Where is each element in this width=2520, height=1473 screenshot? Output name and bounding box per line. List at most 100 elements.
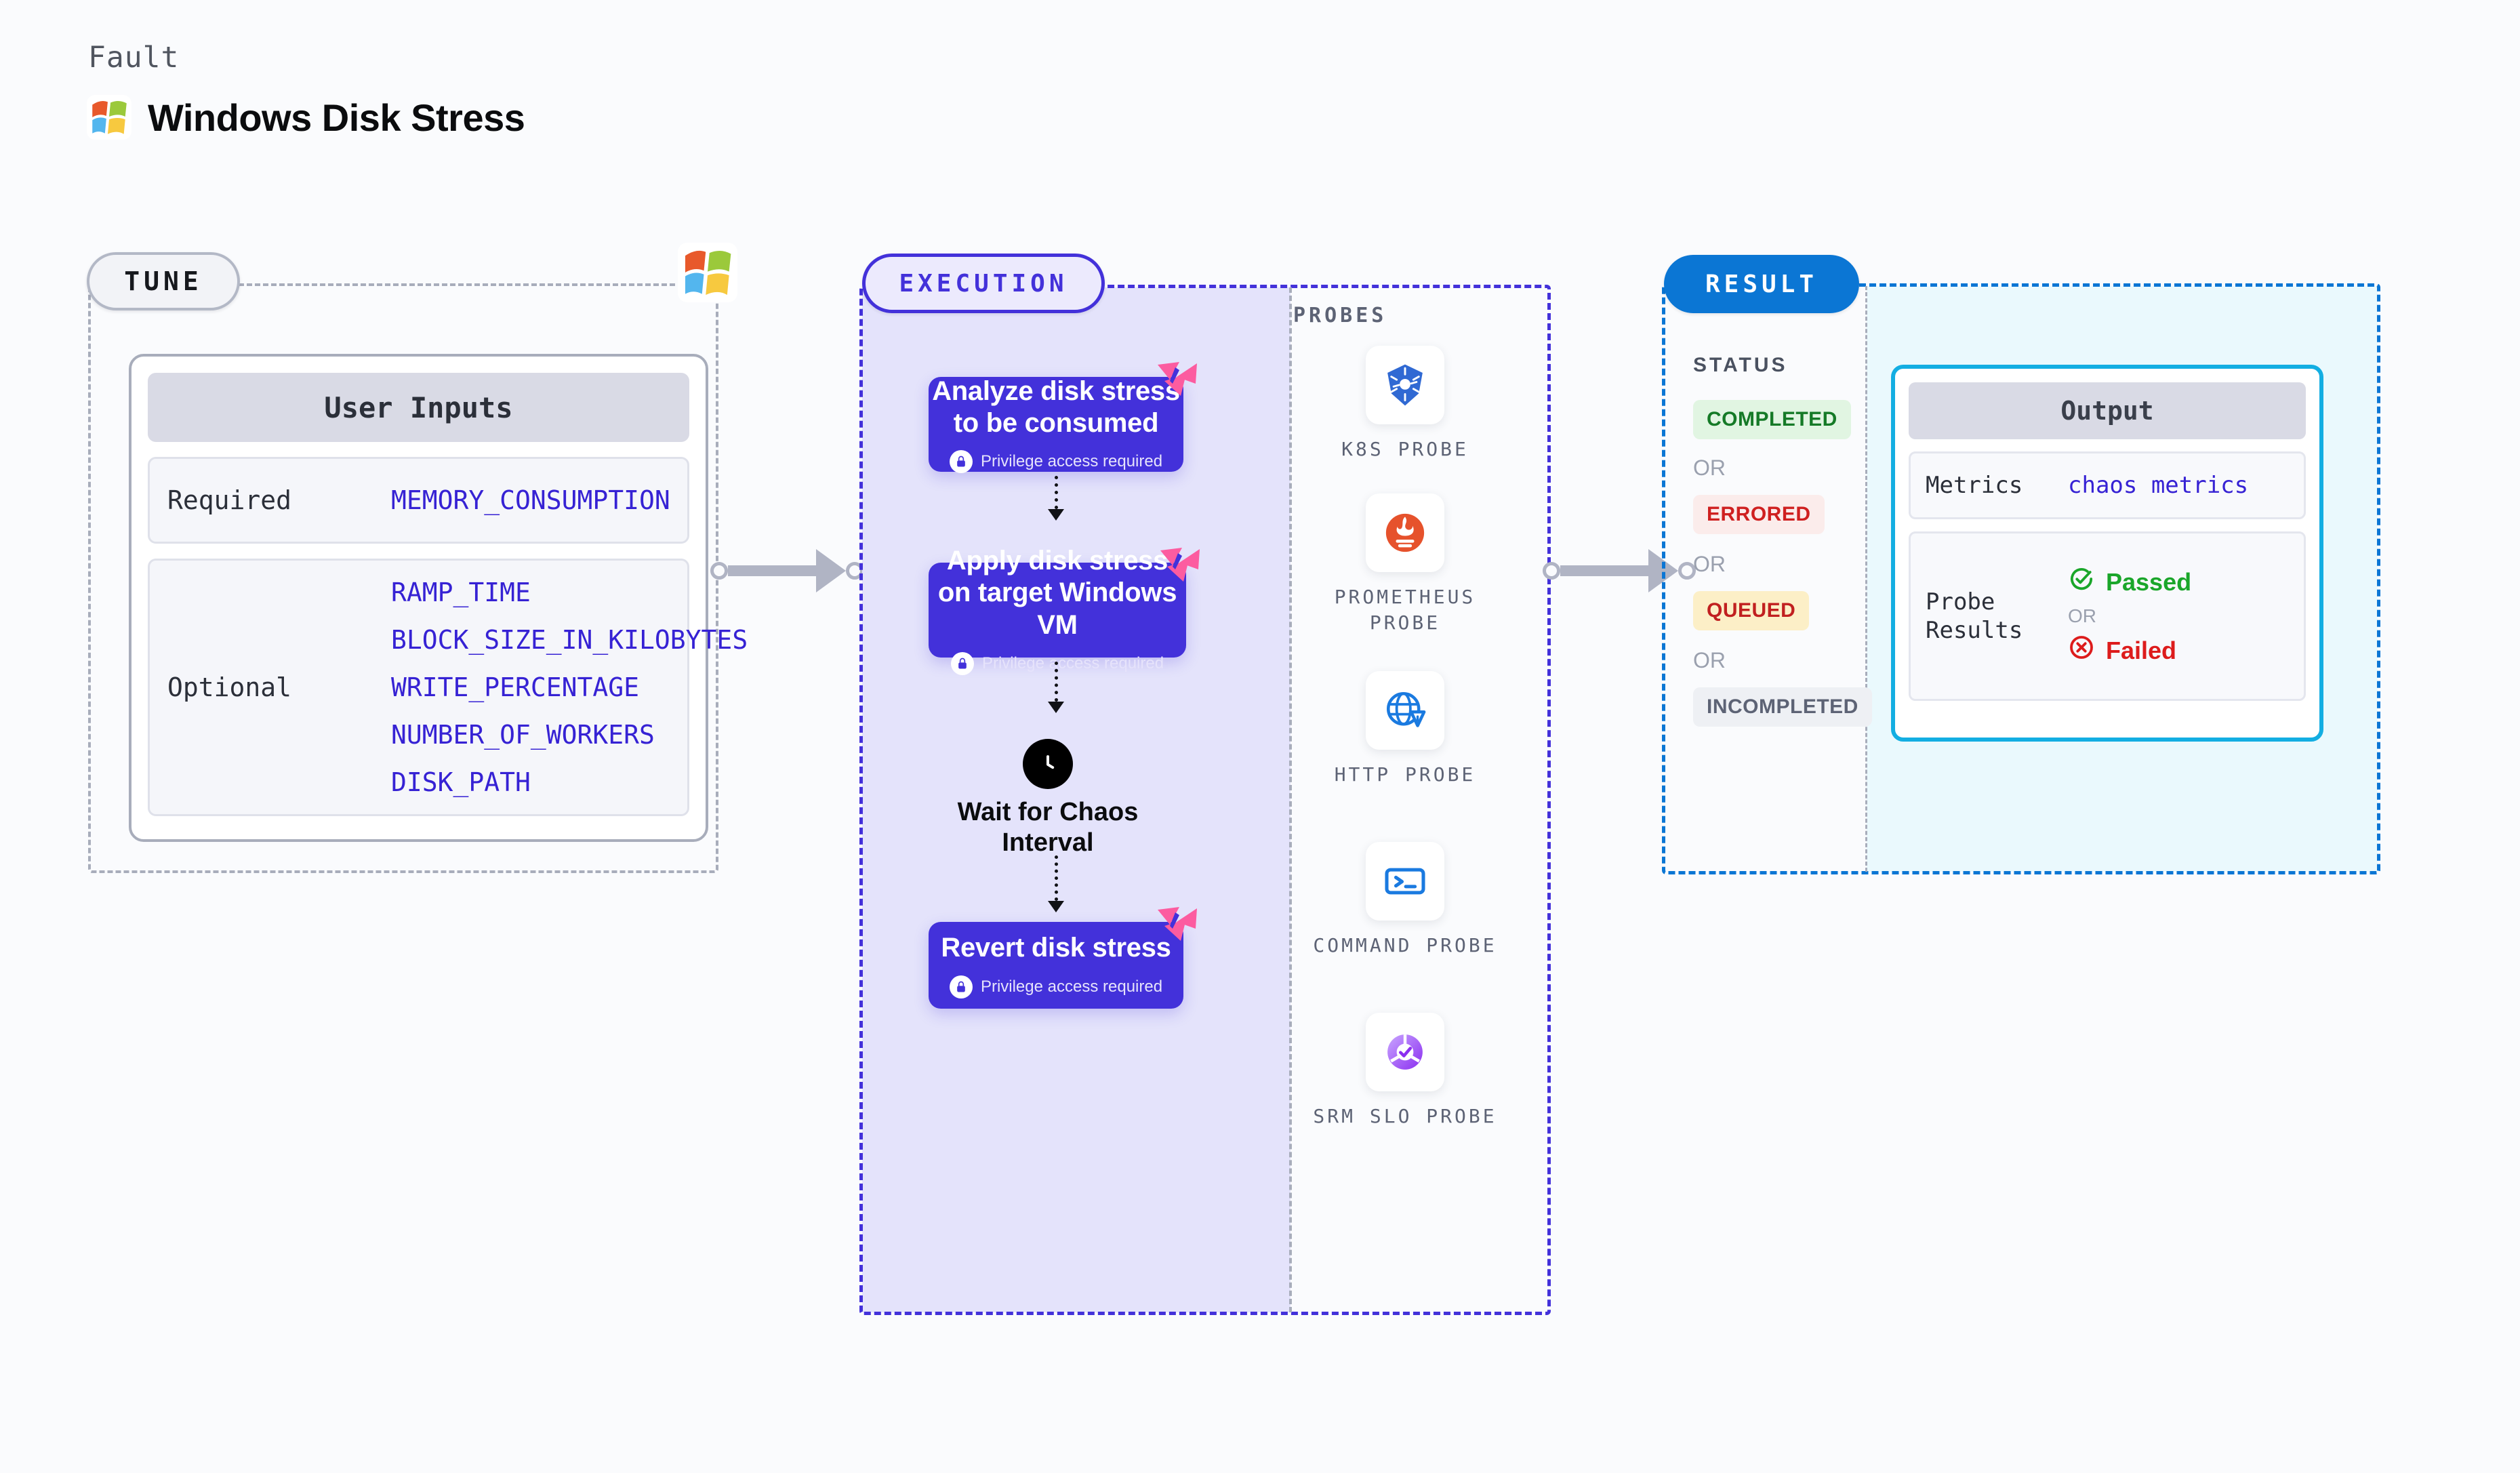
flow-arrow <box>1048 476 1064 521</box>
kubernetes-icon <box>1366 346 1444 424</box>
step-title: Analyze disk stress to be consumed <box>932 376 1180 438</box>
lock-icon <box>949 975 973 998</box>
input-param[interactable]: DISK_PATH <box>391 767 531 797</box>
metrics-label: Metrics <box>1926 471 2023 499</box>
input-param[interactable]: MEMORY_CONSUMPTION <box>391 485 670 515</box>
probe-label: K8S PROBE <box>1341 438 1469 460</box>
probe-result-failed: Failed <box>2068 634 2191 667</box>
output-metrics-row: Metrics chaos metrics <box>1909 451 2306 519</box>
status-or-label: OR <box>1693 648 1726 672</box>
status-or-label: OR <box>1693 552 1726 576</box>
flow-arrow <box>1048 855 1064 912</box>
status-badge-errored: ERRORED <box>1693 495 1825 534</box>
tune-section-badge[interactable]: TUNE <box>87 252 240 310</box>
wait-for-chaos-interval-node: Wait for Chaos Interval <box>946 739 1150 858</box>
harness-logo-icon <box>1156 906 1198 948</box>
input-param[interactable]: WRITE_PERCENTAGE <box>391 672 640 702</box>
flow-arrow-head <box>1048 901 1064 912</box>
step-title: Apply disk stress on target Windows VM <box>937 546 1177 640</box>
optional-inputs-row: Optional RAMP_TIME BLOCK_SIZE_IN_KILOBYT… <box>148 559 748 816</box>
probe-result-passed: Passed <box>2068 565 2191 599</box>
execution-section-badge[interactable]: EXECUTION <box>862 254 1105 313</box>
connector-arrowhead <box>816 549 846 592</box>
input-param[interactable]: RAMP_TIME <box>391 578 531 607</box>
harness-logo-icon <box>1156 361 1198 403</box>
optional-values-list: RAMP_TIME BLOCK_SIZE_IN_KILOBYTES WRITE_… <box>391 578 748 797</box>
wait-node-label: Wait for Chaos Interval <box>957 798 1139 857</box>
probe-result-passed-label: Passed <box>2106 567 2192 596</box>
connector-execution-to-result <box>1543 549 1696 592</box>
status-badge-incompleted: INCOMPLETED <box>1693 687 1872 727</box>
prometheus-icon <box>1366 493 1444 572</box>
probes-divider <box>1289 287 1292 1312</box>
user-inputs-title: User Inputs <box>148 373 689 442</box>
flow-arrow-line <box>1054 476 1058 509</box>
result-status-divider <box>1865 286 1867 872</box>
fault-title-row: Windows Disk Stress <box>87 95 525 140</box>
probe-result-or-label: OR <box>2068 605 2096 626</box>
clock-icon <box>1023 739 1073 789</box>
status-heading: STATUS <box>1693 354 1788 376</box>
input-param[interactable]: NUMBER_OF_WORKERS <box>391 720 655 750</box>
status-or-label: OR <box>1693 456 1726 480</box>
required-inputs-row: Required MEMORY_CONSUMPTION <box>148 457 689 544</box>
step-privilege-text: Privilege access required <box>980 452 1163 471</box>
probe-item[interactable]: HTTP PROBE <box>1293 671 1517 788</box>
probe-label: SRM SLO PROBE <box>1313 1105 1497 1127</box>
x-circle-icon <box>2068 634 2095 667</box>
page-title: Windows Disk Stress <box>148 96 525 139</box>
probe-results-values: Passed OR Failed <box>2068 565 2191 667</box>
step-privilege-note: Privilege access required <box>949 975 1162 998</box>
result-section-badge[interactable]: RESULT <box>1664 255 1859 313</box>
step-privilege-note: Privilege access required <box>950 651 1164 675</box>
execution-step-card[interactable]: Revert disk stress Privilege access requ… <box>929 907 1197 1009</box>
fault-kicker-label: Fault <box>88 41 180 75</box>
probes-label: PROBES <box>1293 304 1387 327</box>
flow-arrow-head <box>1048 509 1064 521</box>
optional-label: Optional <box>167 672 292 702</box>
status-badge-queued: QUEUED <box>1693 591 1810 630</box>
probe-label: COMMAND PROBE <box>1313 934 1497 956</box>
required-label: Required <box>167 485 292 515</box>
required-values-list: MEMORY_CONSUMPTION <box>391 485 670 515</box>
terminal-icon <box>1366 842 1444 921</box>
status-badge-completed: COMPLETED <box>1693 400 1851 439</box>
execution-section-panel <box>859 285 1551 1315</box>
probe-item[interactable]: COMMAND PROBE <box>1293 842 1517 959</box>
connector-end-dot <box>1678 562 1696 580</box>
probe-item[interactable]: K8S PROBE <box>1293 346 1517 462</box>
connector-line <box>1560 565 1648 576</box>
execution-step-card[interactable]: Apply disk stress on target Windows VM P… <box>929 546 1200 675</box>
windows-logo-icon <box>678 243 737 302</box>
probe-item[interactable]: PROMETHEUS PROBE <box>1293 493 1517 636</box>
lock-icon <box>950 651 974 675</box>
probe-item[interactable]: SRM SLO PROBE <box>1293 1013 1517 1129</box>
srm-slo-icon <box>1366 1013 1444 1091</box>
harness-logo-icon <box>1159 546 1201 589</box>
flow-arrow <box>1048 662 1064 713</box>
user-inputs-card: User Inputs Required MEMORY_CONSUMPTION … <box>129 354 748 842</box>
connector-tune-to-execution <box>710 549 863 592</box>
windows-logo-icon <box>87 95 131 140</box>
probe-label: HTTP PROBE <box>1334 763 1476 786</box>
result-section-panel <box>1662 283 2380 874</box>
http-globe-warning-icon <box>1366 671 1444 750</box>
output-title: Output <box>1909 382 2306 439</box>
step-privilege-note: Privilege access required <box>949 450 1163 474</box>
input-param[interactable]: BLOCK_SIZE_IN_KILOBYTES <box>391 625 748 655</box>
step-title: Revert disk stress <box>941 933 1171 963</box>
connector-line <box>728 565 816 576</box>
connector-start-dot <box>710 562 728 580</box>
step-privilege-text: Privilege access required <box>981 653 1164 672</box>
probe-label: PROMETHEUS PROBE <box>1334 586 1476 634</box>
execution-step-card[interactable]: Analyze disk stress to be consumed Privi… <box>929 362 1197 474</box>
flow-arrow-line <box>1054 662 1058 702</box>
probe-result-failed-label: Failed <box>2106 636 2177 664</box>
metrics-value[interactable]: chaos metrics <box>2068 472 2249 499</box>
lock-icon <box>949 450 973 474</box>
check-circle-icon <box>2068 565 2095 599</box>
